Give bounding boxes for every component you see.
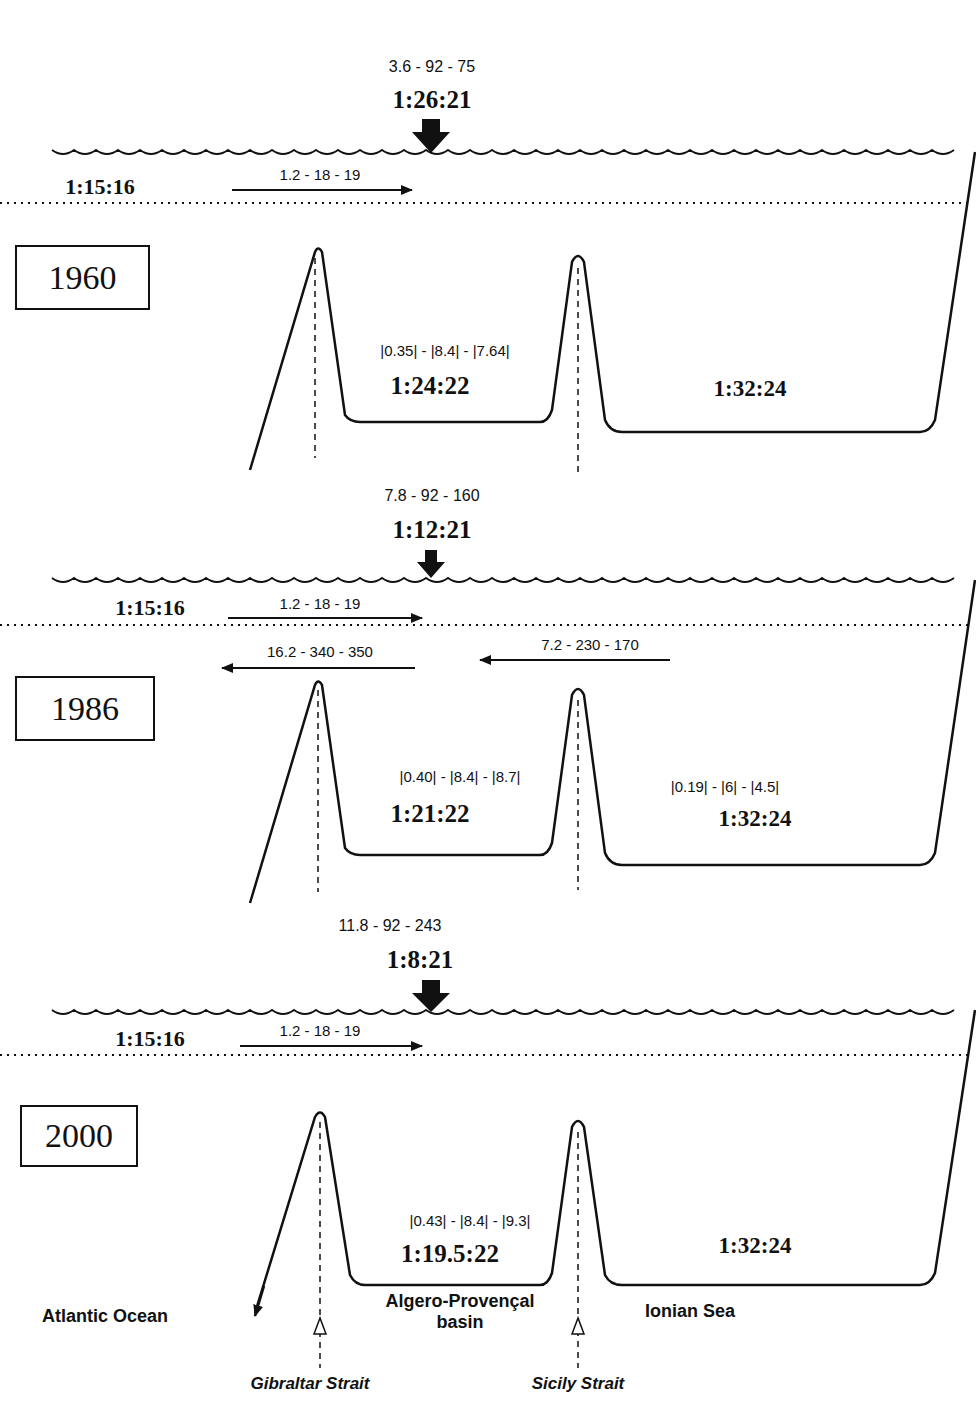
year-box: 1960: [15, 245, 150, 310]
year-box: 1986: [15, 676, 155, 741]
flux-values: |0.19| - |6| - |4.5|: [671, 778, 779, 795]
strait-name: Gibraltar Strait: [250, 1374, 369, 1394]
ratio-label: 1:32:24: [714, 376, 787, 402]
sea-surface: [52, 1010, 954, 1014]
region-name: Atlantic Ocean: [42, 1306, 168, 1327]
ratio-label: 1:15:16: [115, 595, 185, 620]
flux-values: |0.40| - |8.4| - |8.7|: [400, 768, 521, 785]
flux-values: 16.2 - 340 - 350: [267, 643, 373, 660]
ratio-label: 1:32:24: [719, 1233, 792, 1259]
ratio-label: 1:12:21: [392, 516, 471, 545]
strait-name: Sicily Strait: [532, 1374, 625, 1394]
ratio-label: 1:26:21: [392, 86, 471, 115]
year-label: 1960: [49, 259, 117, 297]
flux-values: 7.2 - 230 - 170: [541, 636, 639, 653]
year-box: 2000: [20, 1105, 138, 1167]
year-label: 2000: [45, 1117, 113, 1155]
ratio-label: 1:24:22: [390, 372, 469, 401]
flux-values: |0.35| - |8.4| - |7.64|: [380, 342, 509, 359]
flux-values: 1.2 - 18 - 19: [280, 1022, 361, 1039]
ratio-label: 1:21:22: [390, 800, 469, 829]
flux-values: 1.2 - 18 - 19: [280, 595, 361, 612]
region-name: Ionian Sea: [645, 1301, 735, 1322]
flux-values: 1.2 - 18 - 19: [280, 166, 361, 183]
ratio-label: 1:15:16: [65, 174, 135, 199]
sea-surface: [52, 578, 954, 582]
ratio-label: 1:32:24: [719, 806, 792, 832]
ratio-label: 1:8:21: [387, 946, 454, 975]
region-name: Algero-Provençal basin: [360, 1291, 560, 1332]
flux-values: 3.6 - 92 - 75: [389, 58, 475, 76]
flux-values: |0.43| - |8.4| - |9.3|: [410, 1212, 531, 1229]
flux-values: 11.8 - 92 - 243: [339, 917, 442, 935]
ratio-label: 1:15:16: [115, 1026, 185, 1051]
flux-values: 7.8 - 92 - 160: [384, 487, 479, 505]
year-label: 1986: [51, 690, 119, 728]
ratio-label: 1:19.5:22: [401, 1240, 499, 1269]
sea-surface: [52, 150, 954, 154]
